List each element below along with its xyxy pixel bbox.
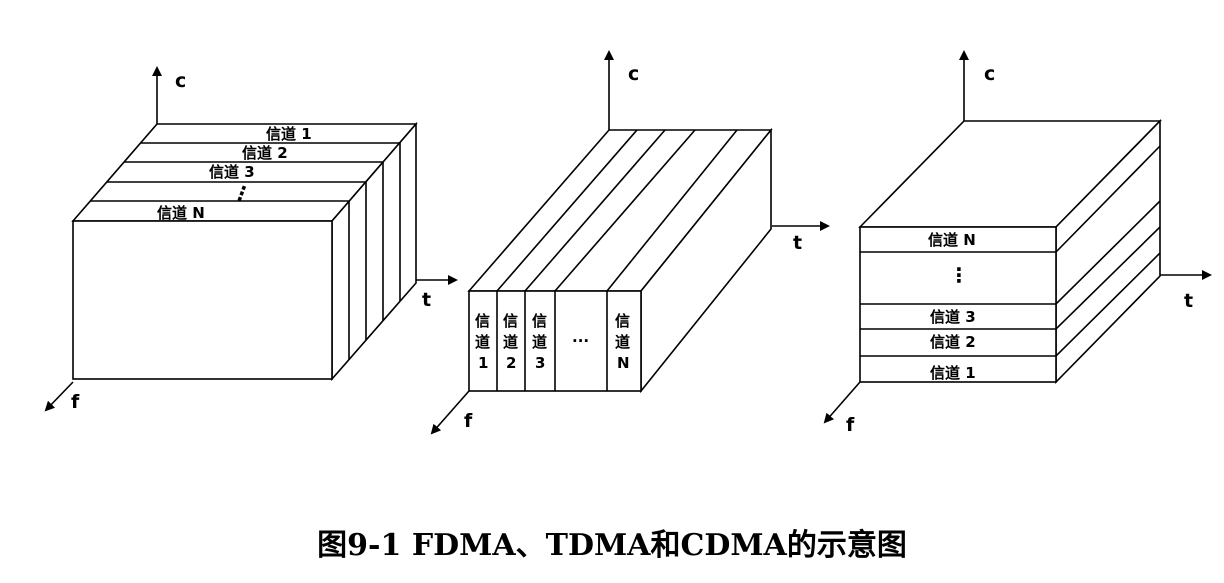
tdma-slot-3-char-3: 3 — [535, 354, 545, 372]
tdma-slot-n-char-2: 道 — [615, 333, 630, 351]
fdma-front-face — [72, 220, 333, 380]
fdma-slice-4 — [90, 200, 350, 360]
fdma-slice-1 — [141, 142, 401, 301]
cdma-channel-1-label: 信道 1 — [930, 364, 976, 382]
fdma-channel-n-label: 信道 N — [157, 204, 205, 222]
tdma-f-label: f — [464, 410, 473, 432]
cdma-channel-2-label: 信道 2 — [930, 333, 976, 351]
tdma-slot-3-char-2: 道 — [532, 333, 547, 351]
cdma-diagram: 信道 N ⋮ 信道 3 信道 2 信道 1 c t f — [823, 50, 1212, 436]
cdma-t-label: t — [1184, 290, 1193, 312]
tdma-slot-n-char-3: N — [617, 354, 630, 372]
tdma-slot-2-char-1: 信 — [503, 312, 518, 330]
cdma-layer-line-2 — [860, 200, 1161, 305]
tdma-diagram: 信 道 1 信 道 2 信 道 3 ··· 信 道 N c t f — [430, 50, 830, 435]
tdma-slot-n-char-1: 信 — [615, 312, 630, 330]
cdma-layer-line-4 — [860, 252, 1161, 357]
cdma-f-axis — [823, 381, 861, 424]
tdma-slot-2-char-2: 道 — [503, 333, 518, 351]
tdma-c-label: c — [628, 63, 639, 85]
tdma-slot-1-char-1: 信 — [475, 312, 490, 330]
fdma-t-label: t — [422, 289, 431, 311]
tdma-f-axis — [430, 390, 470, 435]
cdma-layer-line-3 — [860, 226, 1161, 330]
fdma-slice-3 — [107, 181, 367, 340]
fdma-c-label: c — [175, 70, 186, 92]
fdma-channel-3-label: 信道 3 — [209, 163, 255, 181]
fdma-diagram: 信道 1 信道 2 信道 3 ⋮ 信道 N c t f — [44, 66, 458, 413]
fdma-channel-2-label: 信道 2 — [242, 144, 288, 162]
cdma-channel-3-label: 信道 3 — [930, 308, 976, 326]
tdma-top-divider-3 — [554, 129, 696, 292]
figure-caption: 图9-1 FDMA、TDMA和CDMA的示意图 — [317, 528, 907, 563]
fdma-slice-2 — [124, 161, 384, 321]
cdma-channel-n-label: 信道 N — [928, 231, 976, 249]
tdma-slot-1-char-2: 道 — [475, 333, 490, 351]
tdma-slot-1-char-3: 1 — [478, 354, 488, 372]
cdma-c-label: c — [984, 63, 995, 85]
cdma-ellipsis: ⋮ — [949, 263, 969, 287]
fdma-f-label: f — [71, 391, 80, 413]
tdma-top-divider-1 — [496, 129, 638, 292]
tdma-top-divider-4 — [606, 129, 738, 292]
tdma-t-label: t — [793, 232, 802, 254]
tdma-top-divider-2 — [524, 129, 666, 292]
cdma-layer-line-1 — [860, 145, 1161, 253]
cdma-f-label: f — [846, 414, 855, 436]
fdma-channel-1-label: 信道 1 — [266, 125, 312, 143]
tdma-slot-2-char-3: 2 — [506, 354, 516, 372]
tdma-slot-3-char-1: 信 — [532, 312, 547, 330]
fdma-f-axis — [44, 381, 74, 412]
tdma-ellipsis: ··· — [572, 332, 589, 350]
